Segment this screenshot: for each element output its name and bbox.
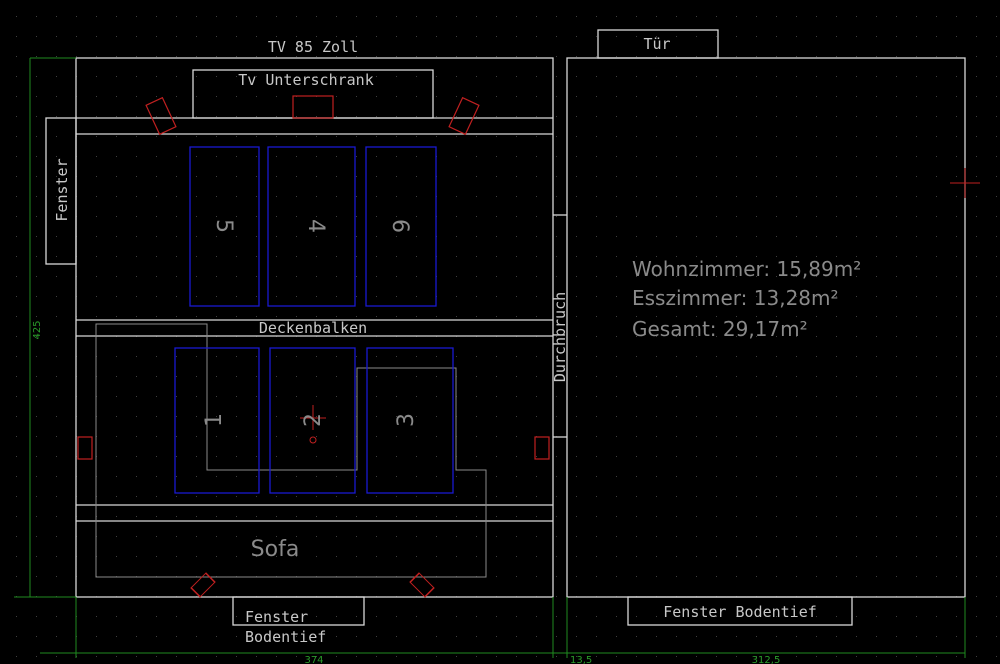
speaker-side-left [77,436,93,460]
speaker-front-left [145,96,177,136]
window-right-label: Fenster Bodentief [663,603,817,621]
sofa-outline [95,323,487,578]
tile-6 [365,146,437,307]
tiles [174,146,454,494]
door-label: Tür [643,35,670,53]
tile-3 [366,347,454,494]
sofa-label: Sofa [251,537,300,562]
area-dining: Esszimmer: 13,28m² [632,286,839,310]
tile-label: 6 [387,219,412,233]
tile-label: 5 [211,219,236,233]
dimensions [14,57,966,658]
area-total: Gesamt: 29,17m² [632,317,808,341]
tile-label: 2 [301,413,326,427]
speaker-front-right [448,96,480,136]
tile-label: 4 [303,219,328,233]
window-left [45,117,77,265]
speaker-rear-left [190,572,216,598]
speakers [77,95,550,598]
window-bottom-label-2: Bodentief [245,628,326,646]
speaker-side-right [534,436,550,460]
window-bottom-left [232,596,365,626]
speaker-rear-right [409,572,435,598]
area-living: Wohnzimmer: 15,89m² [632,257,861,281]
tile-2 [269,347,356,494]
tv-cabinet-label: Tv Unterschrank [238,71,373,89]
tile-5 [189,146,260,307]
tile-label: 3 [394,413,419,427]
dim-right-width: 312,5 [752,655,781,664]
crosshair-icon [300,168,980,444]
window-bottom-right [627,596,853,626]
dim-wall: 13,5 [570,655,592,664]
window-bottom-label-1: Fenster [245,608,308,626]
tile-label: 1 [202,413,227,427]
tv-label: TV 85 Zoll [268,38,358,56]
window-left-label: Fenster [53,158,71,221]
door [597,29,719,59]
dim-height: 425 [32,320,43,339]
beam-label: Deckenbalken [259,319,367,337]
dim-left-width: 374 [304,655,323,664]
speaker-center [292,95,334,119]
opening-label: Durchbruch [551,292,569,382]
tile-4 [267,146,356,307]
tile-1 [174,347,260,494]
